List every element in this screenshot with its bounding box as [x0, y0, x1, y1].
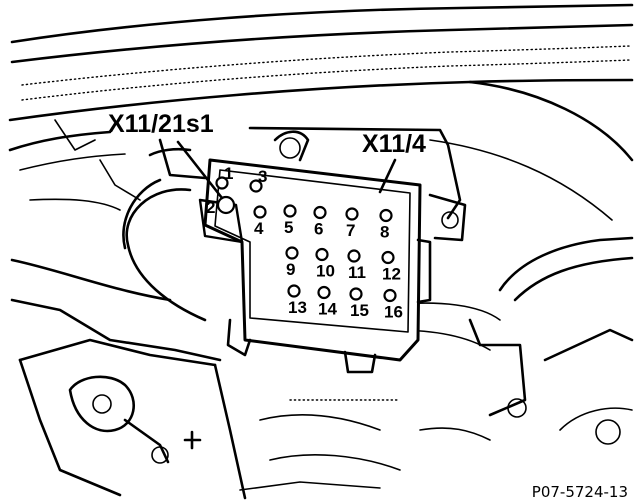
pin-number-12: 12 [382, 265, 401, 284]
pin-11 [347, 249, 361, 263]
pin-number-7: 7 [346, 221, 355, 240]
pin-16 [383, 288, 397, 303]
pin-number-9: 9 [286, 260, 295, 279]
pin-number-11: 11 [348, 263, 366, 282]
pin-12 [381, 250, 395, 265]
pin-number-8: 8 [380, 223, 389, 242]
callouts: X11/21s1 X11/4 [108, 110, 426, 200]
leader-line-connector [378, 158, 397, 194]
pin-10 [315, 247, 329, 262]
pin-13 [287, 284, 301, 298]
pin-2 [216, 195, 236, 215]
background-linework [8, 3, 634, 500]
pin-3 [249, 179, 263, 193]
figure-reference: P07-5724-13 [532, 483, 628, 501]
pin-number-15: 15 [350, 301, 369, 320]
pin-1 [215, 176, 229, 190]
pin-number-4: 4 [254, 219, 264, 238]
pin-4 [253, 205, 267, 219]
pin-number-3: 3 [258, 167, 267, 186]
leader-line-switch [176, 140, 224, 200]
pin-7 [345, 207, 359, 221]
pin-9 [285, 246, 299, 260]
connector-label: X11/4 [362, 130, 426, 158]
pin-14 [317, 285, 331, 300]
pin-number-16: 16 [384, 303, 403, 322]
pin-8 [379, 208, 393, 223]
switch-label: X11/21s1 [108, 110, 214, 138]
pin-number-14: 14 [318, 300, 337, 319]
pin-number-2: 2 [206, 198, 215, 217]
pin-6 [313, 205, 327, 220]
pin-number-10: 10 [316, 262, 335, 281]
pin-number-1: 1 [224, 164, 233, 183]
pin-5 [283, 204, 297, 218]
pin-number-5: 5 [284, 218, 293, 237]
pin-number-13: 13 [288, 298, 307, 317]
pin-15 [349, 287, 363, 301]
pin-number-6: 6 [314, 220, 323, 239]
